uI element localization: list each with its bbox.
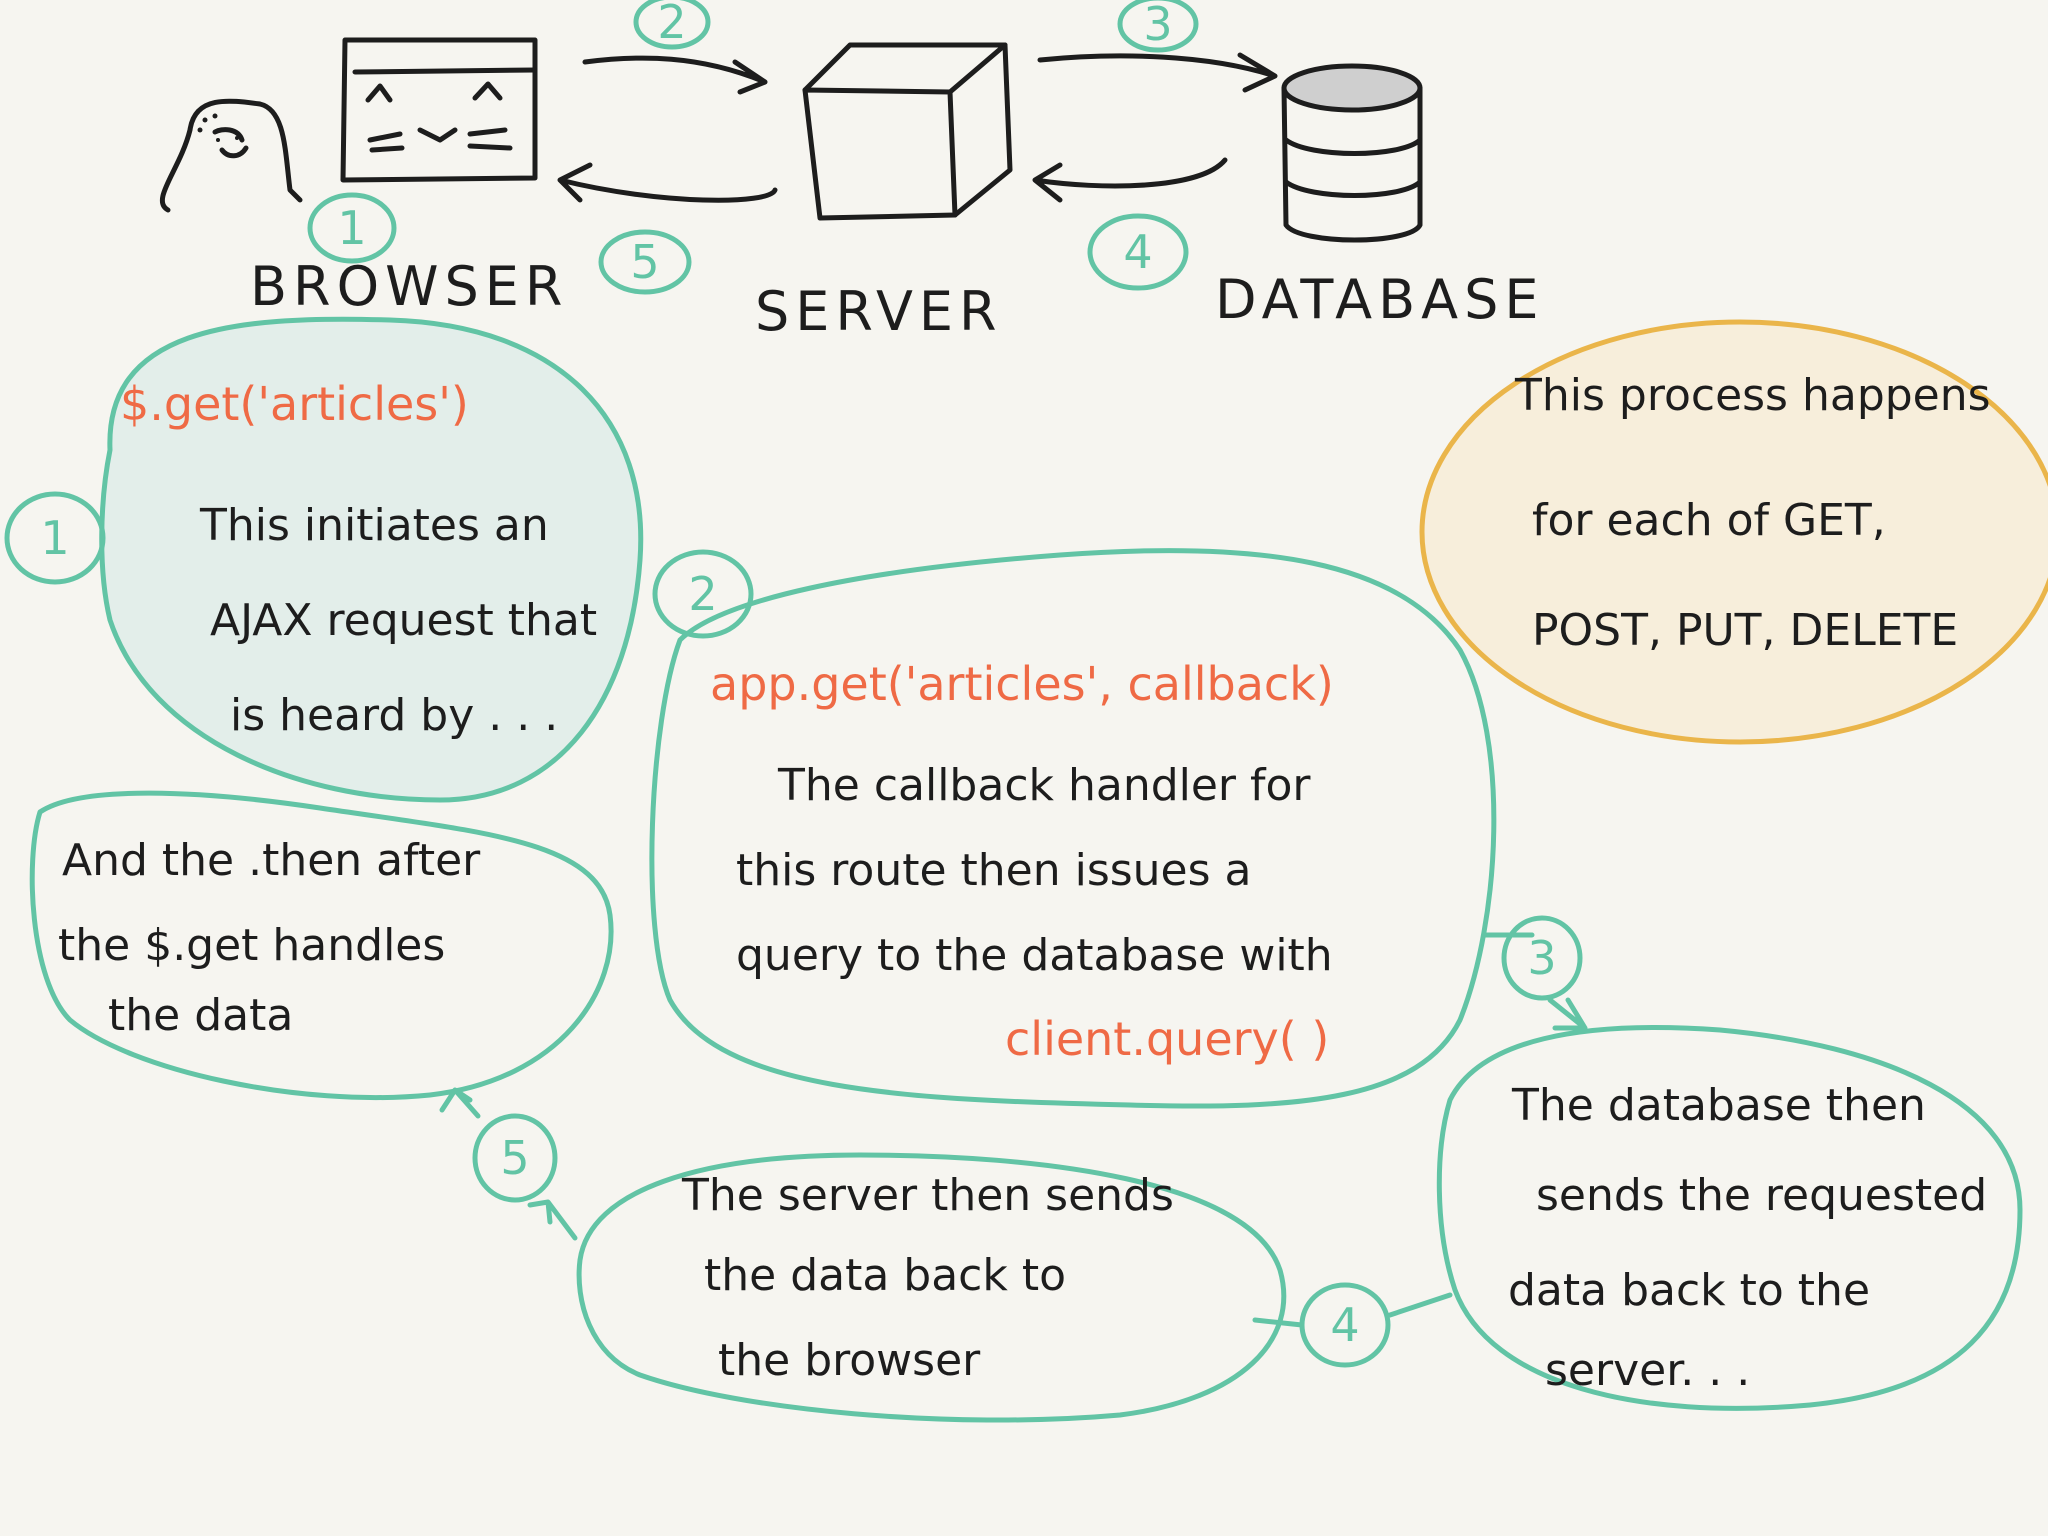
step-1-marker-top: 1 xyxy=(307,192,397,264)
step-2-bubble: 2 app.get('articles', callback) The call… xyxy=(649,547,1497,1109)
step-1-marker xyxy=(4,491,106,585)
step-4-line-2: the data back to xyxy=(704,1250,1066,1301)
database-icon xyxy=(1281,63,1423,243)
step-1-number: 1 xyxy=(40,511,69,565)
browser-label: BROWSER xyxy=(250,255,568,318)
step-5-line-3: the data xyxy=(108,990,293,1041)
step-3-marker xyxy=(1501,915,1583,1001)
step-2-marker xyxy=(652,549,754,639)
arrow-browser-to-server xyxy=(582,55,768,95)
svg-text:2: 2 xyxy=(657,0,686,49)
arrow-server-to-browser xyxy=(557,162,778,203)
step-4-bubble: 4 The server then sends the data back to… xyxy=(576,1152,1453,1423)
step-4-line-1: The server then sends xyxy=(681,1170,1174,1221)
step-2-line-3: query to the database with xyxy=(736,930,1333,981)
step-3-line-1: The database then xyxy=(1511,1080,1926,1131)
step-5-line-2: the $.get handles xyxy=(58,920,445,971)
server-label: SERVER xyxy=(755,280,1003,343)
step-2-line-1: The callback handler for xyxy=(777,760,1311,811)
arrow-server-to-database xyxy=(1037,52,1278,93)
svg-text:4: 4 xyxy=(1123,225,1152,279)
note-line-2: for each of GET, xyxy=(1532,495,1886,546)
step-3-line-4: server. . . xyxy=(1545,1345,1750,1396)
database-label: DATABASE xyxy=(1215,268,1545,331)
step-1-line-3: is heard by . . . xyxy=(230,690,558,741)
svg-text:3: 3 xyxy=(1143,0,1172,51)
step-3-marker-top: 3 xyxy=(1117,0,1199,53)
step-5-bubble: And the .then after the $.get handles th… xyxy=(29,790,614,1101)
step-5-marker xyxy=(472,1113,558,1203)
step-5-line-1: And the .then after xyxy=(62,835,481,886)
step-3-line-3: data back to the xyxy=(1508,1265,1870,1316)
step-4-line-3: the browser xyxy=(718,1335,981,1386)
note-bubble: This process happens for each of GET, PO… xyxy=(1419,319,2048,745)
step-3-number: 3 xyxy=(1527,931,1556,985)
step-2-line-2: this route then issues a xyxy=(736,845,1252,896)
arrow-into-step-3 xyxy=(1482,932,1588,1031)
step-4-number: 4 xyxy=(1330,1298,1359,1352)
svg-text:1: 1 xyxy=(337,201,366,255)
step-5-number: 5 xyxy=(500,1131,529,1185)
step-2-code-query: client.query( ) xyxy=(1005,1012,1329,1066)
note-line-3: POST, PUT, DELETE xyxy=(1532,605,1958,656)
server-icon xyxy=(802,42,1013,221)
step-3-line-2: sends the requested xyxy=(1536,1170,1987,1221)
step-5-marker-group: 5 xyxy=(439,1087,578,1241)
user-icon xyxy=(160,98,303,213)
step-5-marker-top: 5 xyxy=(598,229,692,295)
note-line-1: This process happens xyxy=(1514,370,1991,421)
svg-text:5: 5 xyxy=(630,235,659,289)
arrow-database-to-server xyxy=(1032,157,1228,203)
step-2-marker-top: 2 xyxy=(633,0,711,50)
step-1-line-1: This initiates an xyxy=(199,500,549,551)
arrow-into-step-4 xyxy=(1252,1292,1453,1328)
step-3-bubble: 3 The database then sends the requested … xyxy=(1436,915,2023,1411)
step-1-line-2: AJAX request that xyxy=(210,595,597,646)
step-4-marker-top: 4 xyxy=(1087,213,1189,291)
browser-icon xyxy=(340,37,538,183)
step-1-bubble: 1 $.get('articles') This initiates an AJ… xyxy=(4,316,644,803)
arrow-into-step-5-bubble xyxy=(439,1087,481,1119)
step-2-number: 2 xyxy=(688,567,717,621)
step-1-code: $.get('articles') xyxy=(120,377,469,431)
step-2-code: app.get('articles', callback) xyxy=(710,657,1334,711)
arrow-into-step-5 xyxy=(527,1199,578,1241)
